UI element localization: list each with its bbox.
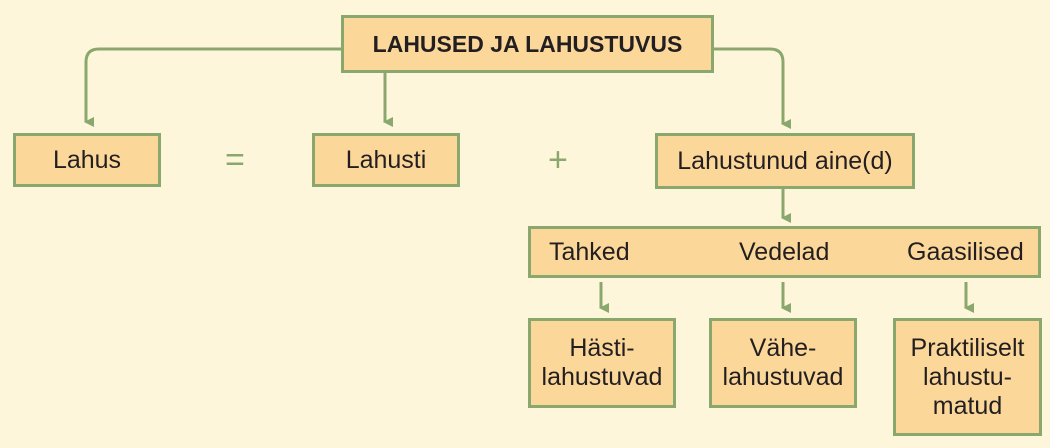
state-vedelad: Vedelad [739,238,830,266]
title-text: LAHUSED JA LAHUSTUVUS [372,30,683,57]
equals-sign: = [225,141,245,179]
lahusti-label: Lahusti [345,145,427,174]
arrow-title-to-lahus [84,47,343,127]
vahe-lahustuvad-box: Vähe- lahustuvad [709,318,857,408]
hasti-lahustuvad-box: Hästi- lahustuvad [528,318,676,408]
arrow-title-to-lahustunud [713,47,791,129]
states-box [528,226,1041,278]
state-gaasilised: Gaasilised [907,238,1024,266]
praktiliselt-lahustumatud-label: Praktiliselt lahustu- matud [910,333,1025,420]
plus-sign: + [548,141,568,179]
state-tahked: Tahked [549,238,630,266]
lahusti-box: Lahusti [312,133,460,187]
title-box: LAHUSED JA LAHUSTUVUS [341,15,714,73]
lahustunud-label: Lahustunud aine(d) [677,146,893,175]
lahus-box: Lahus [13,133,161,187]
lahus-label: Lahus [52,145,122,174]
hasti-lahustuvad-label: Hästi- lahustuvad [541,334,663,391]
vahe-lahustuvad-label: Vähe- lahustuvad [722,334,844,391]
praktiliselt-lahustumatud-box: Praktiliselt lahustu- matud [893,318,1042,436]
lahustunud-box: Lahustunud aine(d) [655,133,915,189]
